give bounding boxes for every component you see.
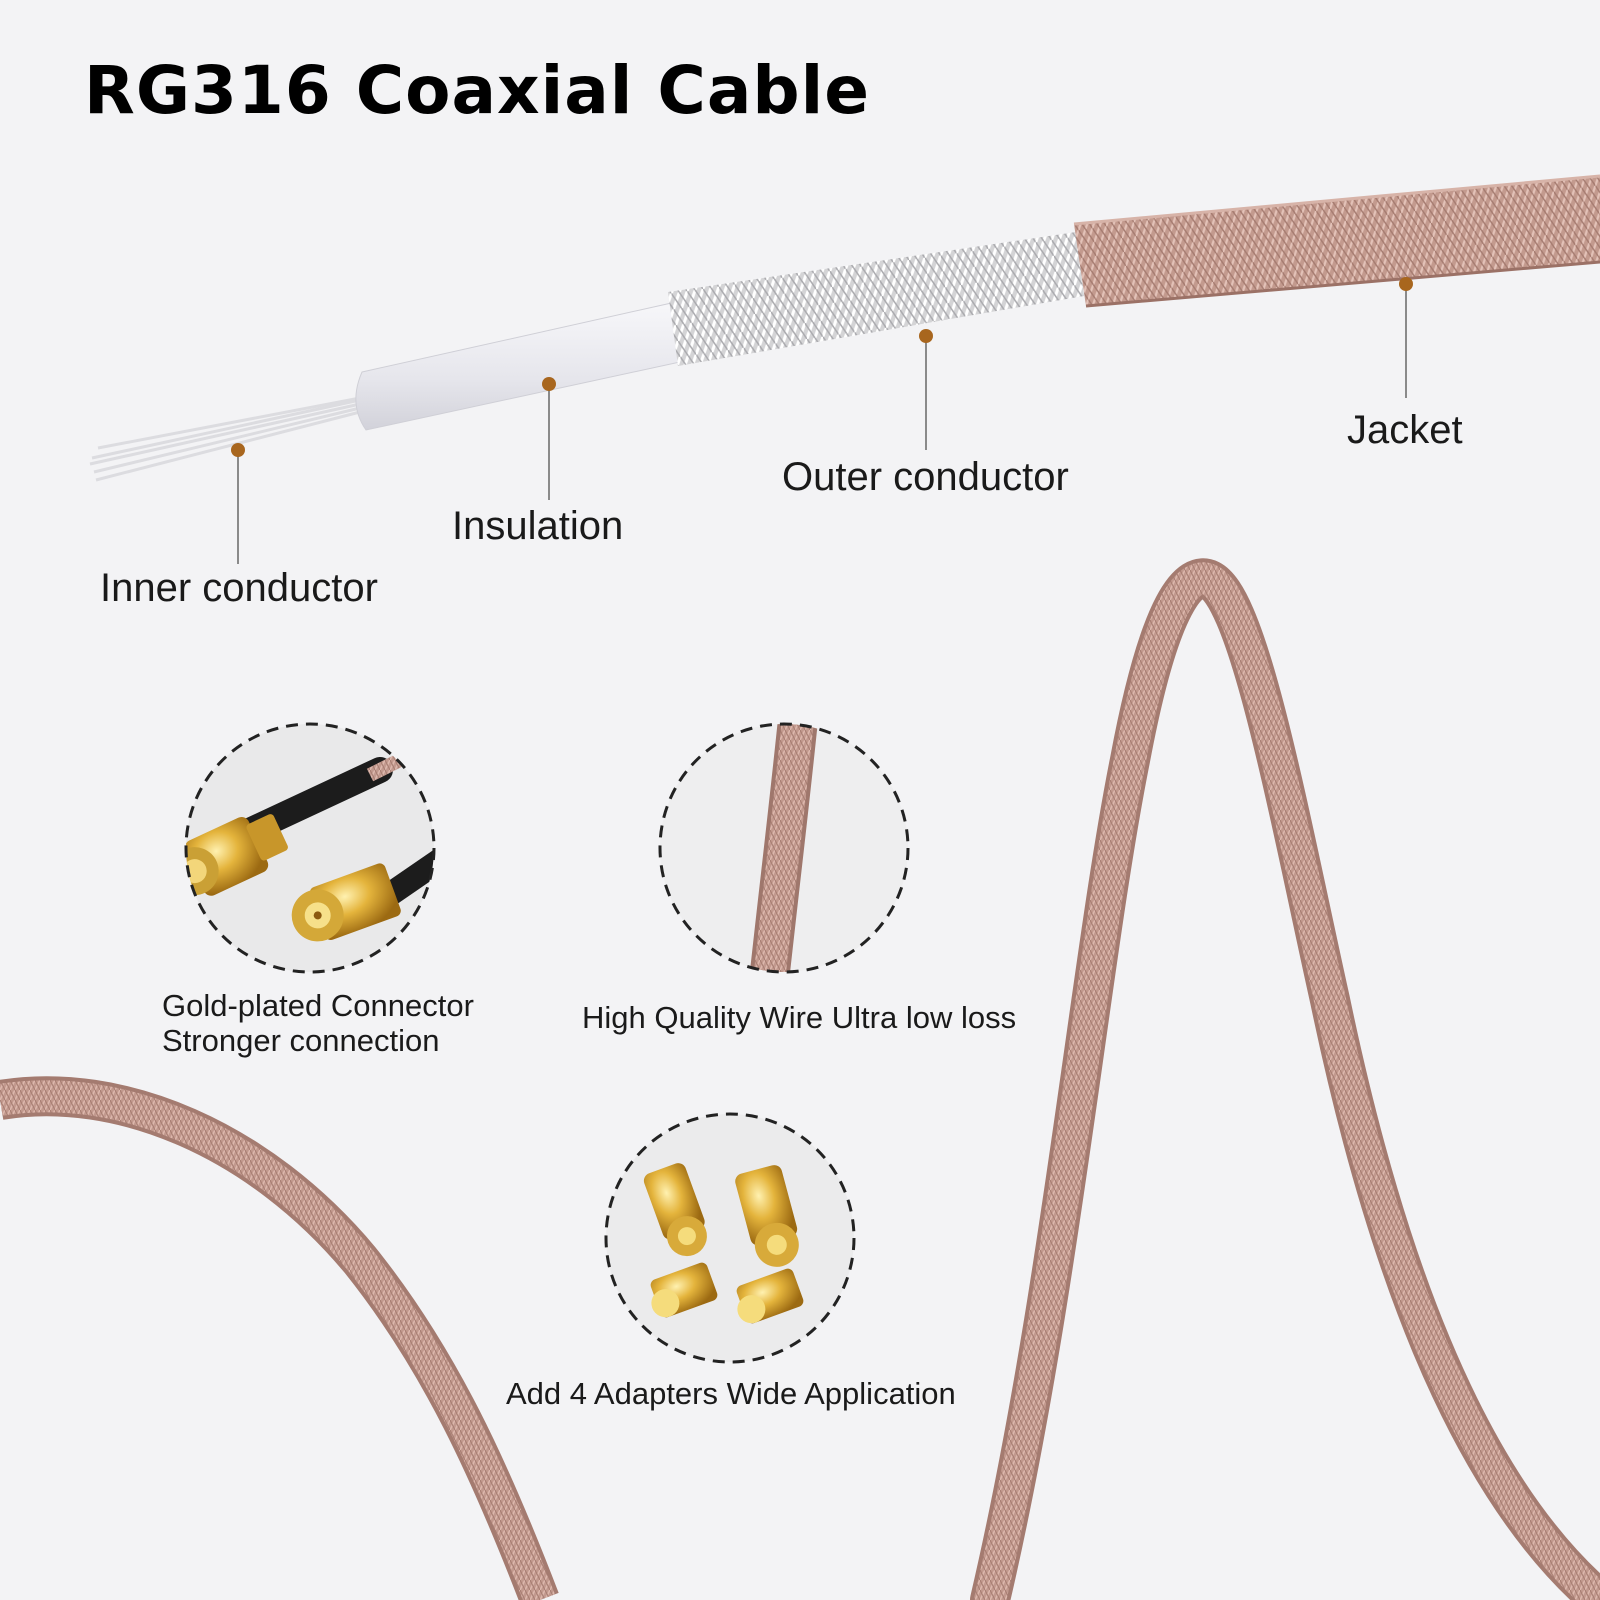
insulation-segment	[355, 301, 681, 431]
adapter-1-icon	[643, 1163, 707, 1257]
marker-inner-conductor	[231, 443, 245, 457]
caption-adapters: Add 4 Adapters Wide Application	[506, 1376, 956, 1411]
marker-insulation	[542, 377, 556, 391]
label-insulation: Insulation	[452, 504, 624, 548]
marker-jacket	[1399, 277, 1413, 291]
label-outer-conductor: Outer conductor	[782, 455, 1069, 499]
adapter-2-icon	[735, 1165, 799, 1267]
jacket-segment	[1074, 176, 1600, 306]
caption-connector: Gold-plated Connector Stronger connectio…	[162, 988, 474, 1058]
leader-markers	[231, 277, 1413, 457]
adapter-3-icon	[650, 1262, 718, 1318]
adapter-4-icon	[736, 1268, 804, 1324]
inner-conductor-strands	[89, 396, 361, 482]
leader-lines	[237, 284, 1407, 564]
wire-closeup	[658, 722, 910, 974]
caption-wire: High Quality Wire Ultra low loss	[582, 1000, 1017, 1035]
connector-closeup	[184, 722, 436, 974]
sma-female-bulkhead-icon	[291, 863, 401, 942]
marker-outer-conductor	[919, 329, 933, 343]
sma-male-plug-icon	[186, 814, 288, 896]
label-inner-conductor: Inner conductor	[100, 566, 378, 610]
caption-connector-line2: Stronger connection	[162, 1023, 440, 1058]
outer-conductor-segment	[668, 232, 1084, 366]
label-jacket: Jacket	[1347, 408, 1463, 452]
caption-connector-line1: Gold-plated Connector	[162, 988, 474, 1023]
adapters-closeup	[604, 1112, 856, 1364]
page-title: RG316 Coaxial Cable	[84, 52, 870, 129]
